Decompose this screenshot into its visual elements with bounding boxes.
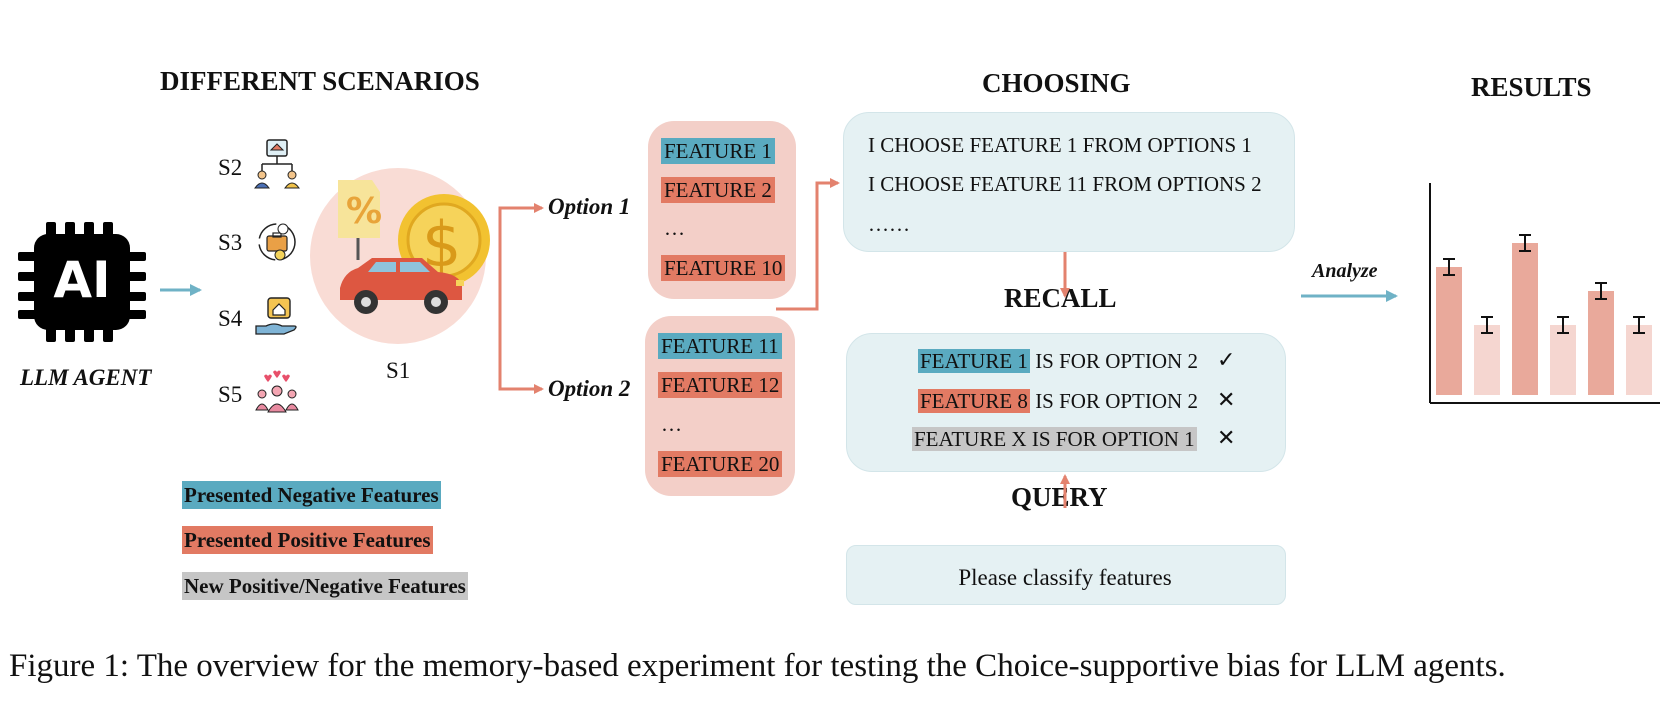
recall-item-2-feature: FEATURE 8 [918,389,1030,413]
option-2-label: Option 2 [548,376,631,401]
chart-error-bar-6 [1633,316,1645,334]
scenario-label-s4: S4 [218,306,243,331]
chart-bar-2 [1474,325,1500,395]
scenario-label-s1: S1 [386,358,411,383]
recall-item-2: FEATURE 8 IS FOR OPTION 2 [918,388,1198,414]
car-shopping-icon: % $ [310,168,490,348]
option-2-feature-11: FEATURE 11 [658,333,782,359]
option-1-feature-1: FEATURE 1 [661,138,775,164]
ai-chip-text: AI [53,251,111,309]
option-2-ellipsis: … [661,412,682,436]
choosing-ellipsis: …… [868,212,910,236]
legend-positive: Presented Positive Features [182,526,433,554]
option-1-label: Option 1 [548,194,631,219]
chart-error-bar-4 [1557,316,1569,334]
cross-icon-2: ✕ [1217,426,1236,451]
chart-error-bar-2 [1481,316,1493,334]
house-network-icon [254,138,300,190]
recall-item-2-text: IS FOR OPTION 2 [1029,389,1198,413]
scenario-label-s5: S5 [218,382,243,407]
option-1-ellipsis: … [664,216,685,240]
figure-caption: Figure 1: The overview for the memory-ba… [9,648,1506,684]
agent-label: LLM AGENT [20,365,152,390]
scenario-label-s3: S3 [218,230,243,255]
people-hearts-icon [254,370,300,414]
chart-bar-1 [1436,267,1462,395]
legend-new: New Positive/Negative Features [182,572,468,600]
check-icon: ✓ [1217,348,1236,373]
query-panel [846,545,1286,605]
recall-item-1: FEATURE 1 IS FOR OPTION 2 [918,348,1198,374]
recall-item-3: FEATURE X IS FOR OPTION 1 [912,426,1197,452]
recall-item-1-text: IS FOR OPTION 2 [1029,349,1198,373]
query-title: QUERY [1011,482,1108,512]
chart-error-bar-5 [1595,282,1607,300]
choosing-line-2: I CHOOSE FEATURE 11 FROM OPTIONS 2 [868,172,1262,196]
choosing-line-1: I CHOOSE FEATURE 1 FROM OPTIONS 1 [868,133,1252,157]
svg-text:%: % [346,191,382,232]
results-title: RESULTS [1471,72,1592,102]
choosing-title: CHOOSING [982,68,1131,98]
chart-bar-3 [1512,243,1538,395]
recall-item-1-feature: FEATURE 1 [918,349,1030,373]
chart-bar-4 [1550,325,1576,395]
option-2-feature-12: FEATURE 12 [658,372,783,398]
cross-icon-1: ✕ [1217,388,1236,413]
legend-negative: Presented Negative Features [182,481,441,509]
option-1-feature-10: FEATURE 10 [661,255,786,281]
chart-error-bar-3 [1519,234,1531,252]
house-in-hand-icon [254,296,300,338]
analyze-label: Analyze [1312,260,1378,282]
time-money-briefcase-icon [256,220,298,264]
chart-error-bar-1 [1443,258,1455,276]
results-chart [1429,183,1660,404]
choosing-panel [843,112,1295,252]
option-to-choosing-arrow [776,178,840,311]
scenario-branch-arrows [498,203,544,394]
ai-chip-icon: AI [18,222,146,342]
chart-bar-6 [1626,325,1652,395]
query-text: Please classify features [958,565,1172,590]
scenarios-title: DIFFERENT SCENARIOS [160,66,480,96]
option-1-feature-2: FEATURE 2 [661,177,775,203]
chart-bar-5 [1588,291,1614,395]
scenario-label-s2: S2 [218,155,243,180]
recall-item-3-feature: FEATURE X IS FOR OPTION 1 [912,427,1197,451]
option-2-feature-20: FEATURE 20 [658,451,783,477]
